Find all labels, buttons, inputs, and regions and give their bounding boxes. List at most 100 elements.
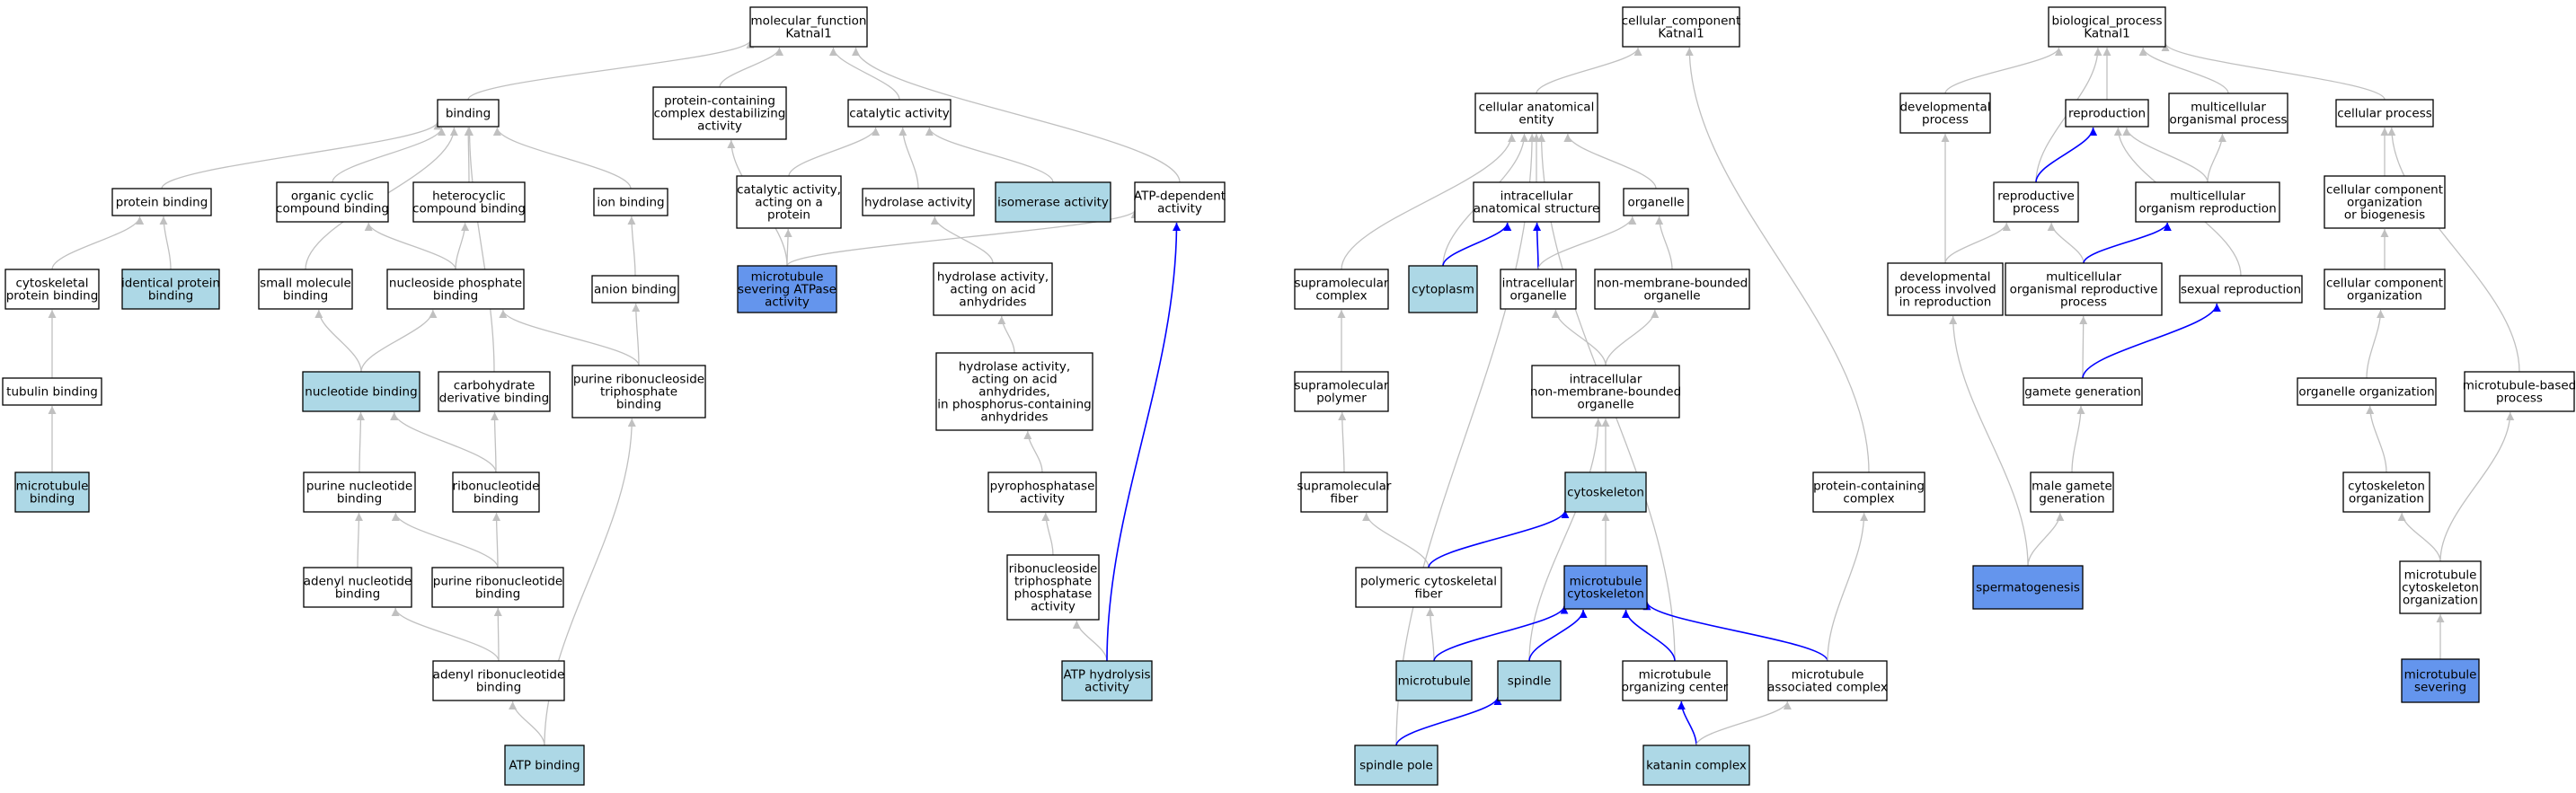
node-label-line: supramolecular — [1297, 480, 1391, 494]
node-label-line: activity — [697, 119, 742, 134]
node-label-line: organelle — [1577, 398, 1633, 412]
node-label-line: organization — [2347, 289, 2422, 304]
node-katanin[interactable]: katanin complex — [1642, 745, 1750, 786]
node-label-line: catalytic activity — [849, 107, 950, 121]
edge-mt_severing_atpase-to-cat_protein — [783, 228, 792, 267]
node-hydrolase-acid[interactable]: hydrolase activity,acting on acidanhydri… — [933, 262, 1053, 316]
node-label-line: katanin complex — [1646, 759, 1747, 773]
node-binding[interactable]: binding — [437, 99, 500, 128]
node-intracell-nmb[interactable]: intracellularnon-membrane-boundedorganel… — [1530, 365, 1681, 419]
node-isomerase[interactable]: isomerase activity — [995, 181, 1111, 223]
node-gamete-gen[interactable]: gamete generation — [2023, 377, 2143, 406]
edge-mtoc-to-mt_cytoskeleton — [1622, 609, 1676, 662]
node-cytoplasm[interactable]: cytoplasm — [1408, 265, 1478, 313]
node-atp-binding[interactable]: ATP binding — [504, 745, 585, 786]
node-anion-binding[interactable]: anion binding — [591, 275, 679, 304]
node-box — [2023, 377, 2143, 406]
node-cellular-process[interactable]: cellular process — [2335, 99, 2434, 128]
edge-ribonucleotide-to-carbohydrate_deriv — [490, 411, 499, 473]
node-cytoskeleton[interactable]: cytoskeleton — [1564, 471, 1647, 513]
node-box — [2168, 93, 2288, 134]
node-sexual-repro[interactable]: sexual reproduction — [2179, 275, 2303, 304]
node-label-line: reproductive — [1997, 189, 2075, 204]
node-label-line: small molecule — [260, 277, 351, 291]
node-spermatogenesis[interactable]: spermatogenesis — [1972, 565, 2084, 610]
edge-nucleotide_binding-to-small_molecule — [314, 309, 362, 373]
node-catalytic[interactable]: catalytic activity — [847, 99, 952, 128]
node-spindle-pole[interactable]: spindle pole — [1354, 745, 1438, 786]
edge-catalytic-to-mf_root — [828, 47, 900, 101]
node-tubulin-binding[interactable]: tubulin binding — [2, 377, 102, 406]
node-protein-binding[interactable]: protein binding — [111, 188, 212, 216]
node-ribonucleoside-tp-pa[interactable]: ribonucleosidetriphosphatephosphataseact… — [1006, 554, 1100, 621]
edge-carbohydrate_deriv-to-binding — [465, 127, 495, 373]
node-box — [431, 567, 564, 608]
node-box — [2324, 175, 2446, 229]
node-spindle[interactable]: spindle — [1497, 660, 1562, 701]
node-organelle-org[interactable]: organelle organization — [2297, 377, 2437, 406]
node-reproduction[interactable]: reproduction — [2065, 99, 2149, 128]
node-hydrolase[interactable]: hydrolase activity — [862, 188, 975, 216]
node-box — [437, 99, 500, 128]
node-organelle[interactable]: organelle — [1623, 188, 1689, 216]
node-microtubule[interactable]: microtubule — [1395, 660, 1473, 701]
node-label-line: process — [2060, 295, 2107, 310]
edge-multicell_repro_proc-to-reproductive_proc — [2047, 222, 2085, 264]
node-label-line: organelle — [1509, 289, 1566, 304]
node-label-line: purine ribonucleoside — [573, 373, 704, 387]
edge-organic_cyclic-to-binding — [332, 127, 447, 183]
node-hydrolase-phos[interactable]: hydrolase activity,acting on acidanhydri… — [935, 352, 1093, 431]
node-nucleotide-binding[interactable]: nucleotide binding — [302, 371, 420, 412]
node-ion-binding[interactable]: ion binding — [593, 188, 668, 216]
node-box — [1812, 471, 1925, 513]
